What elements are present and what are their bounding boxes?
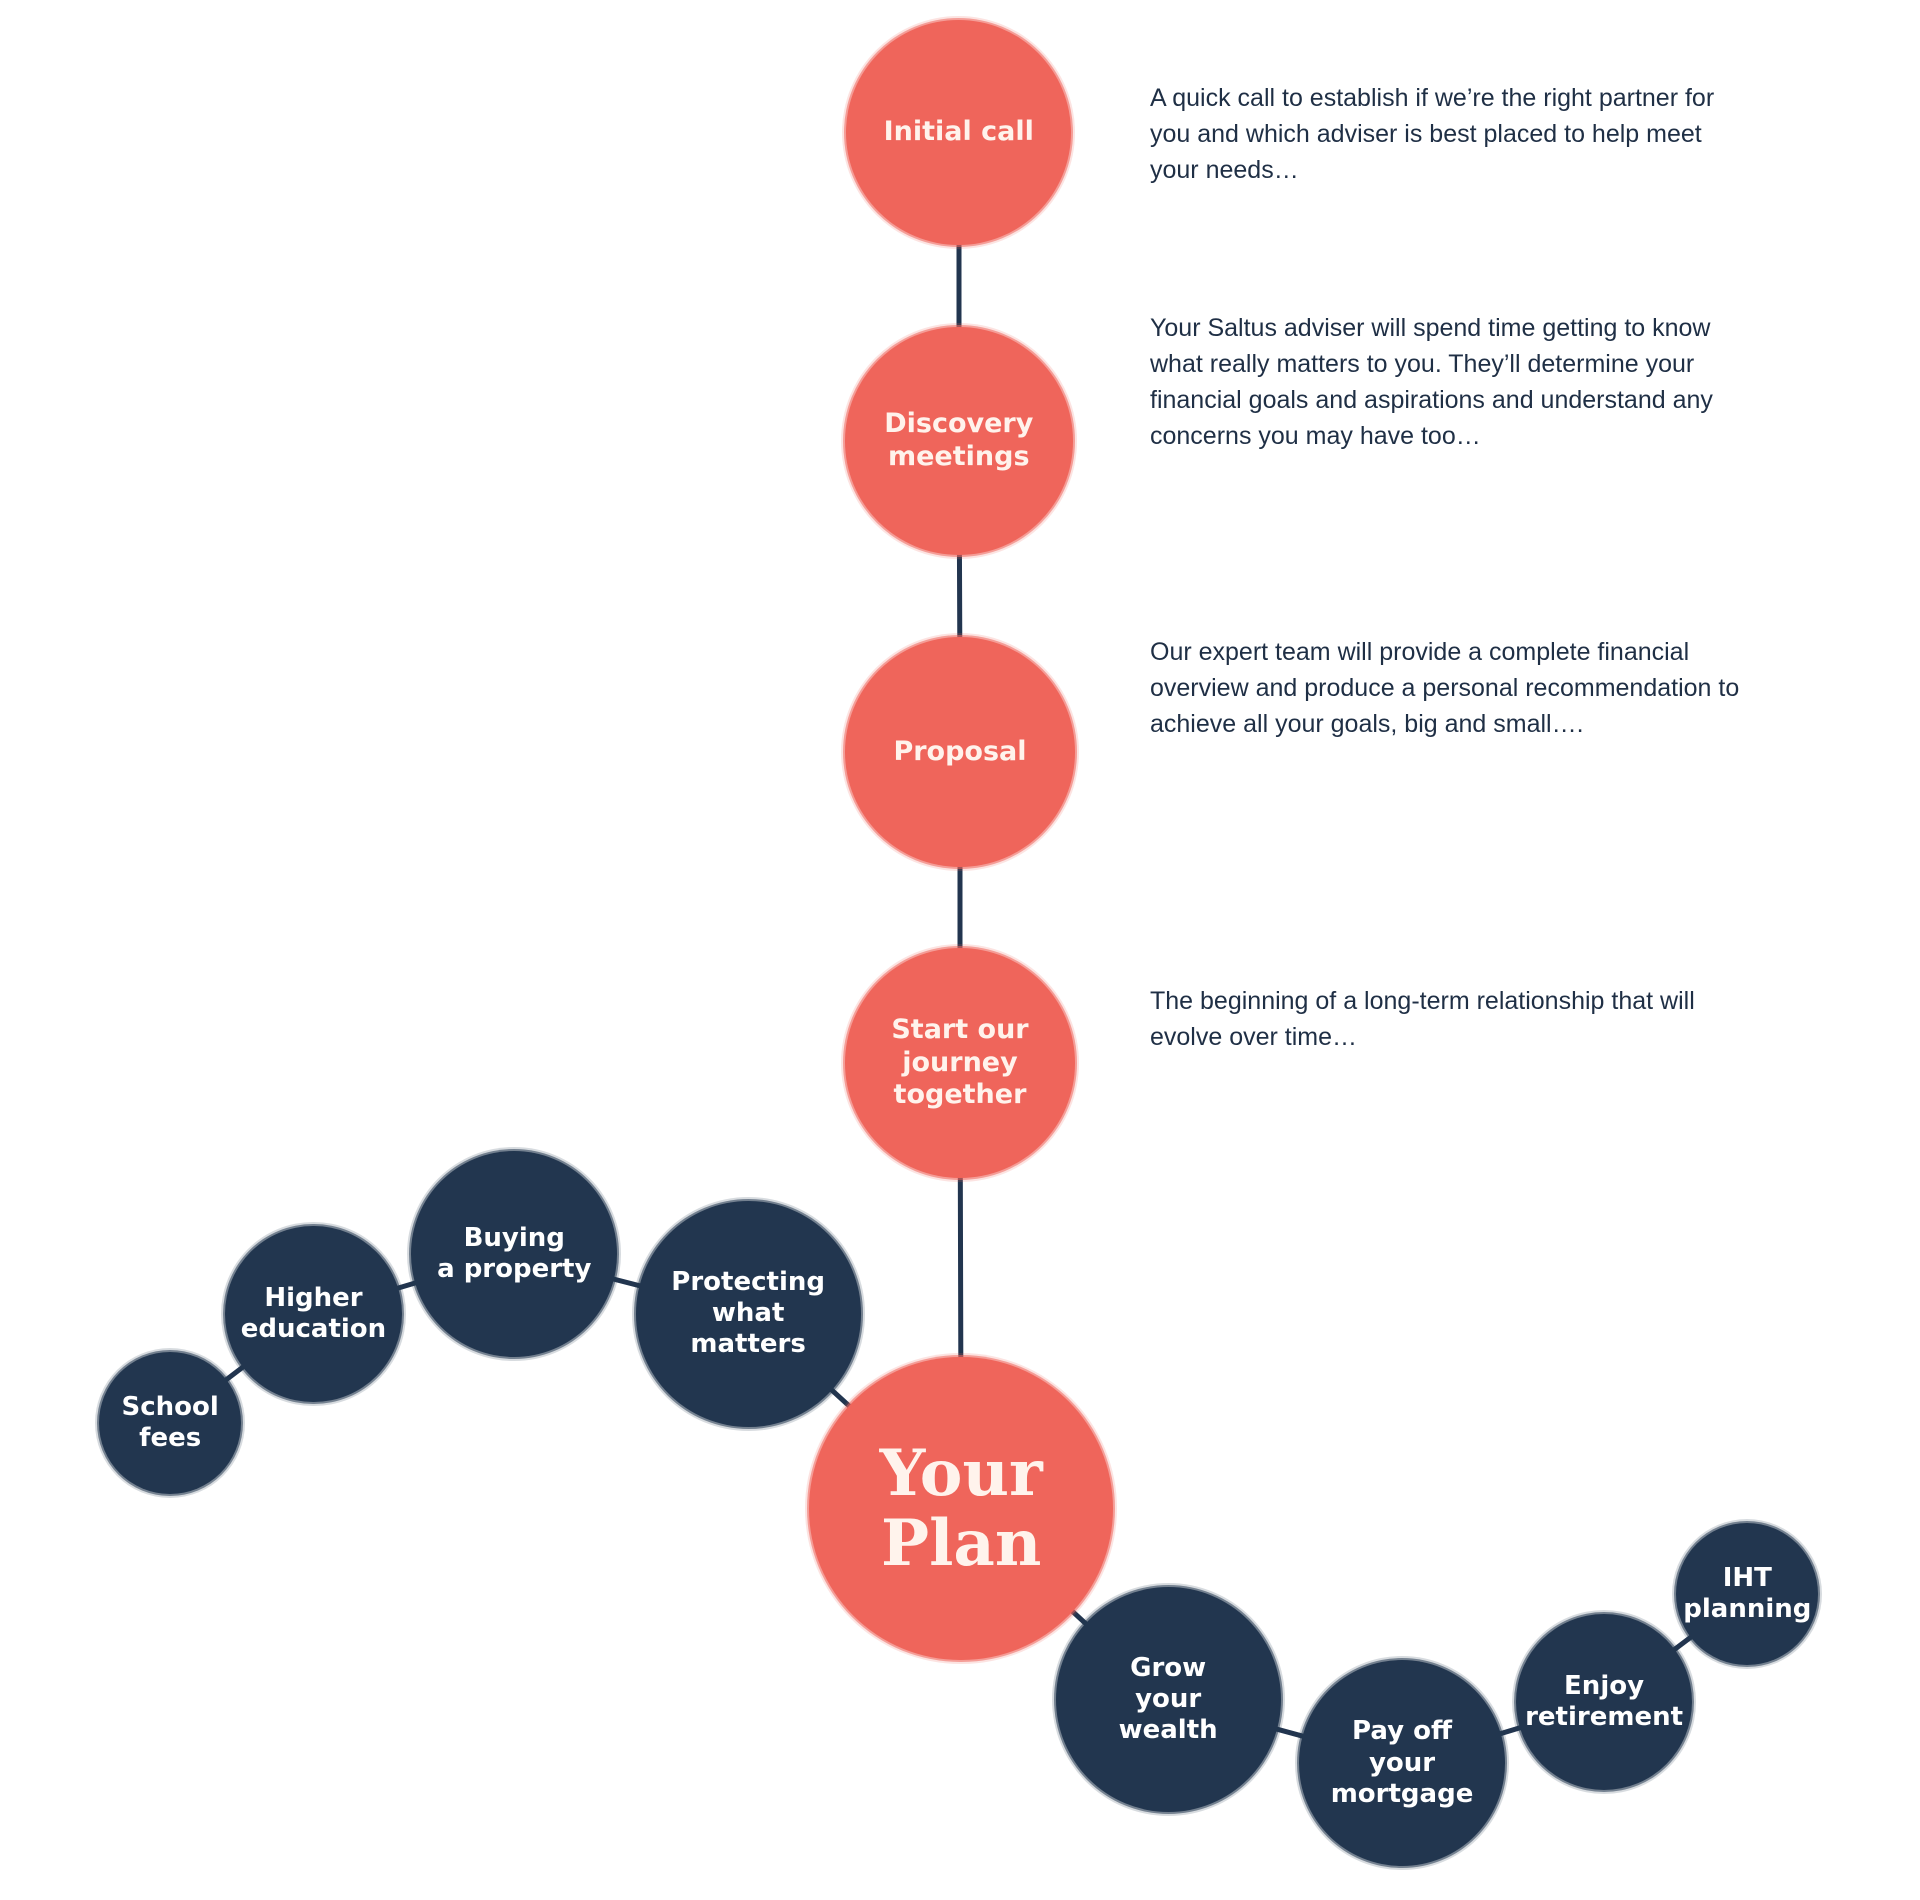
goal-higher-education-circle: Higher education xyxy=(225,1225,402,1403)
step-label: Start our journey together xyxy=(891,1014,1029,1111)
step-description-discovery-meetings: Your Saltus adviser will spend time gett… xyxy=(1150,314,1713,450)
goal-label: Buying a property xyxy=(437,1222,592,1284)
goal-label: Pay off your mortgage xyxy=(1330,1716,1474,1809)
goal-pay-off-mortgage-circle: Pay off your mortgage xyxy=(1299,1660,1505,1867)
step-start-journey-circle: Start our journey together xyxy=(844,947,1076,1178)
your-plan-circle: Your Plan xyxy=(809,1356,1114,1661)
goal-label: IHT planning xyxy=(1683,1563,1812,1625)
step-label: Proposal xyxy=(893,735,1027,767)
step-label: Discovery meetings xyxy=(884,408,1034,472)
goal-label: Enjoy retirement xyxy=(1525,1670,1684,1733)
your-plan-label: Your Plan xyxy=(879,1436,1043,1581)
goal-enjoy-retirement-circle: Enjoy retirement xyxy=(1515,1613,1693,1791)
step-description-start-journey: The beginning of a long-term relationshi… xyxy=(1150,987,1695,1051)
goal-label: Protecting what matters xyxy=(671,1267,825,1360)
step-proposal-circle: Proposal xyxy=(844,636,1076,867)
goal-protecting-what-matters-circle: Protecting what matters xyxy=(635,1201,861,1427)
goal-buying-property-circle: Buying a property xyxy=(411,1151,618,1357)
step-discovery-meetings-circle: Discovery meetings xyxy=(844,326,1073,555)
goal-label: Higher education xyxy=(240,1282,387,1344)
goal-school-fees-circle: School fees xyxy=(99,1351,242,1494)
goal-label: School fees xyxy=(121,1391,219,1453)
step-description-proposal: Our expert team will provide a complete … xyxy=(1150,638,1740,738)
goal-grow-wealth-circle: Grow your wealth xyxy=(1055,1586,1281,1813)
step-description-initial-call: A quick call to establish if we’re the r… xyxy=(1150,84,1715,184)
step-label: Initial call xyxy=(883,116,1034,148)
goal-label: Grow your wealth xyxy=(1118,1652,1218,1746)
goal-iht-planning-circle: IHT planning xyxy=(1676,1523,1819,1666)
step-initial-call-circle: Initial call xyxy=(846,19,1072,245)
